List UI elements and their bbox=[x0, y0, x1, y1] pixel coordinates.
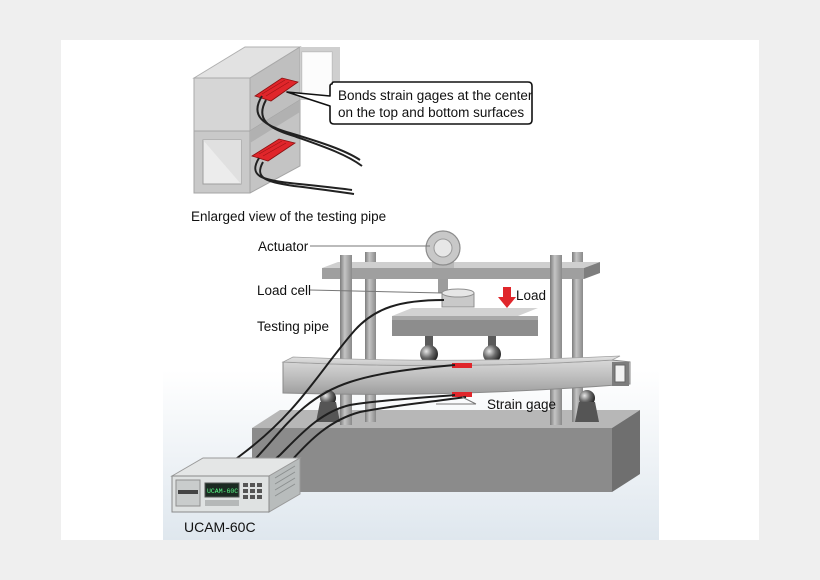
callout-line-2: on the top and bottom surfaces bbox=[338, 105, 524, 120]
frame-crossbar bbox=[322, 262, 600, 279]
label-device: UCAM-60C bbox=[184, 519, 256, 535]
actuator bbox=[425, 230, 461, 293]
callout-line-1: Bonds strain gages at the center bbox=[338, 88, 533, 103]
loading-beam bbox=[392, 308, 538, 336]
support-rollers bbox=[316, 390, 599, 422]
instrument-display bbox=[204, 482, 240, 498]
label-load: Load bbox=[516, 288, 546, 303]
enlarged-pipe-lower bbox=[193, 99, 301, 194]
load-cell bbox=[441, 288, 475, 308]
ucam-60c-instrument: UCAM-60C bbox=[170, 457, 302, 513]
enlarged-view-caption: Enlarged view of the testing pipe bbox=[191, 209, 386, 224]
label-testing-pipe: Testing pipe bbox=[257, 319, 329, 334]
strain-gage-bottom bbox=[452, 392, 472, 397]
label-load-cell: Load cell bbox=[257, 283, 311, 298]
instrument-display-text: UCAM-60C bbox=[207, 488, 238, 495]
label-actuator: Actuator bbox=[258, 239, 309, 254]
frame-post-back-right bbox=[572, 252, 583, 422]
load-arrow bbox=[498, 287, 516, 308]
strain-gage-top bbox=[452, 363, 472, 368]
enlarged-pipe-view bbox=[192, 46, 363, 195]
base-block bbox=[252, 410, 640, 492]
leader-lines bbox=[309, 245, 477, 405]
loading-noses bbox=[420, 336, 501, 363]
label-strain-gage: Strain gage bbox=[487, 397, 556, 412]
testing-pipe bbox=[281, 355, 631, 397]
frame-post-back-left bbox=[365, 252, 376, 422]
callout-bubble: Bonds strain gages at the center on the … bbox=[286, 81, 533, 125]
signal-cables bbox=[223, 299, 467, 475]
